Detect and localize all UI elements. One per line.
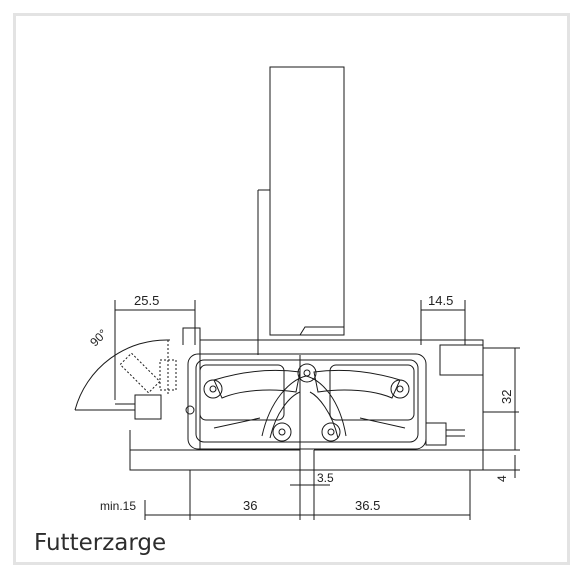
dim-32: 32 xyxy=(499,390,514,404)
angle-arc xyxy=(74,339,171,411)
pivot-center-top xyxy=(297,363,317,383)
dim-36: 36 xyxy=(243,498,257,513)
screw-left xyxy=(134,394,162,420)
frame-outline xyxy=(182,327,519,413)
pivot-left-bottom xyxy=(272,422,292,442)
screw-right xyxy=(425,422,447,446)
pivot-right-bottom xyxy=(321,422,341,442)
door-leaf xyxy=(269,66,345,336)
pivot-left-top xyxy=(203,379,223,399)
door-lip xyxy=(299,326,345,336)
figure-caption: Futterzarge xyxy=(34,530,167,556)
dim-14-5: 14.5 xyxy=(428,293,453,308)
dim-90-deg: 90° xyxy=(87,326,110,349)
hinge-arm-right xyxy=(313,369,401,399)
hinge-arm-left xyxy=(213,369,301,399)
dim-25-5: 25.5 xyxy=(134,293,159,308)
pivot-right-top xyxy=(390,379,410,399)
dim-3-5: 3.5 xyxy=(317,471,334,485)
frame-inner-right xyxy=(439,344,484,376)
figure-frame xyxy=(13,13,570,565)
swung-part xyxy=(119,340,177,395)
dim-4: 4 xyxy=(495,475,509,482)
dim-min-15: min.15 xyxy=(100,499,136,513)
dim-36-5: 36.5 xyxy=(355,498,380,513)
hinge-housing xyxy=(187,353,427,450)
